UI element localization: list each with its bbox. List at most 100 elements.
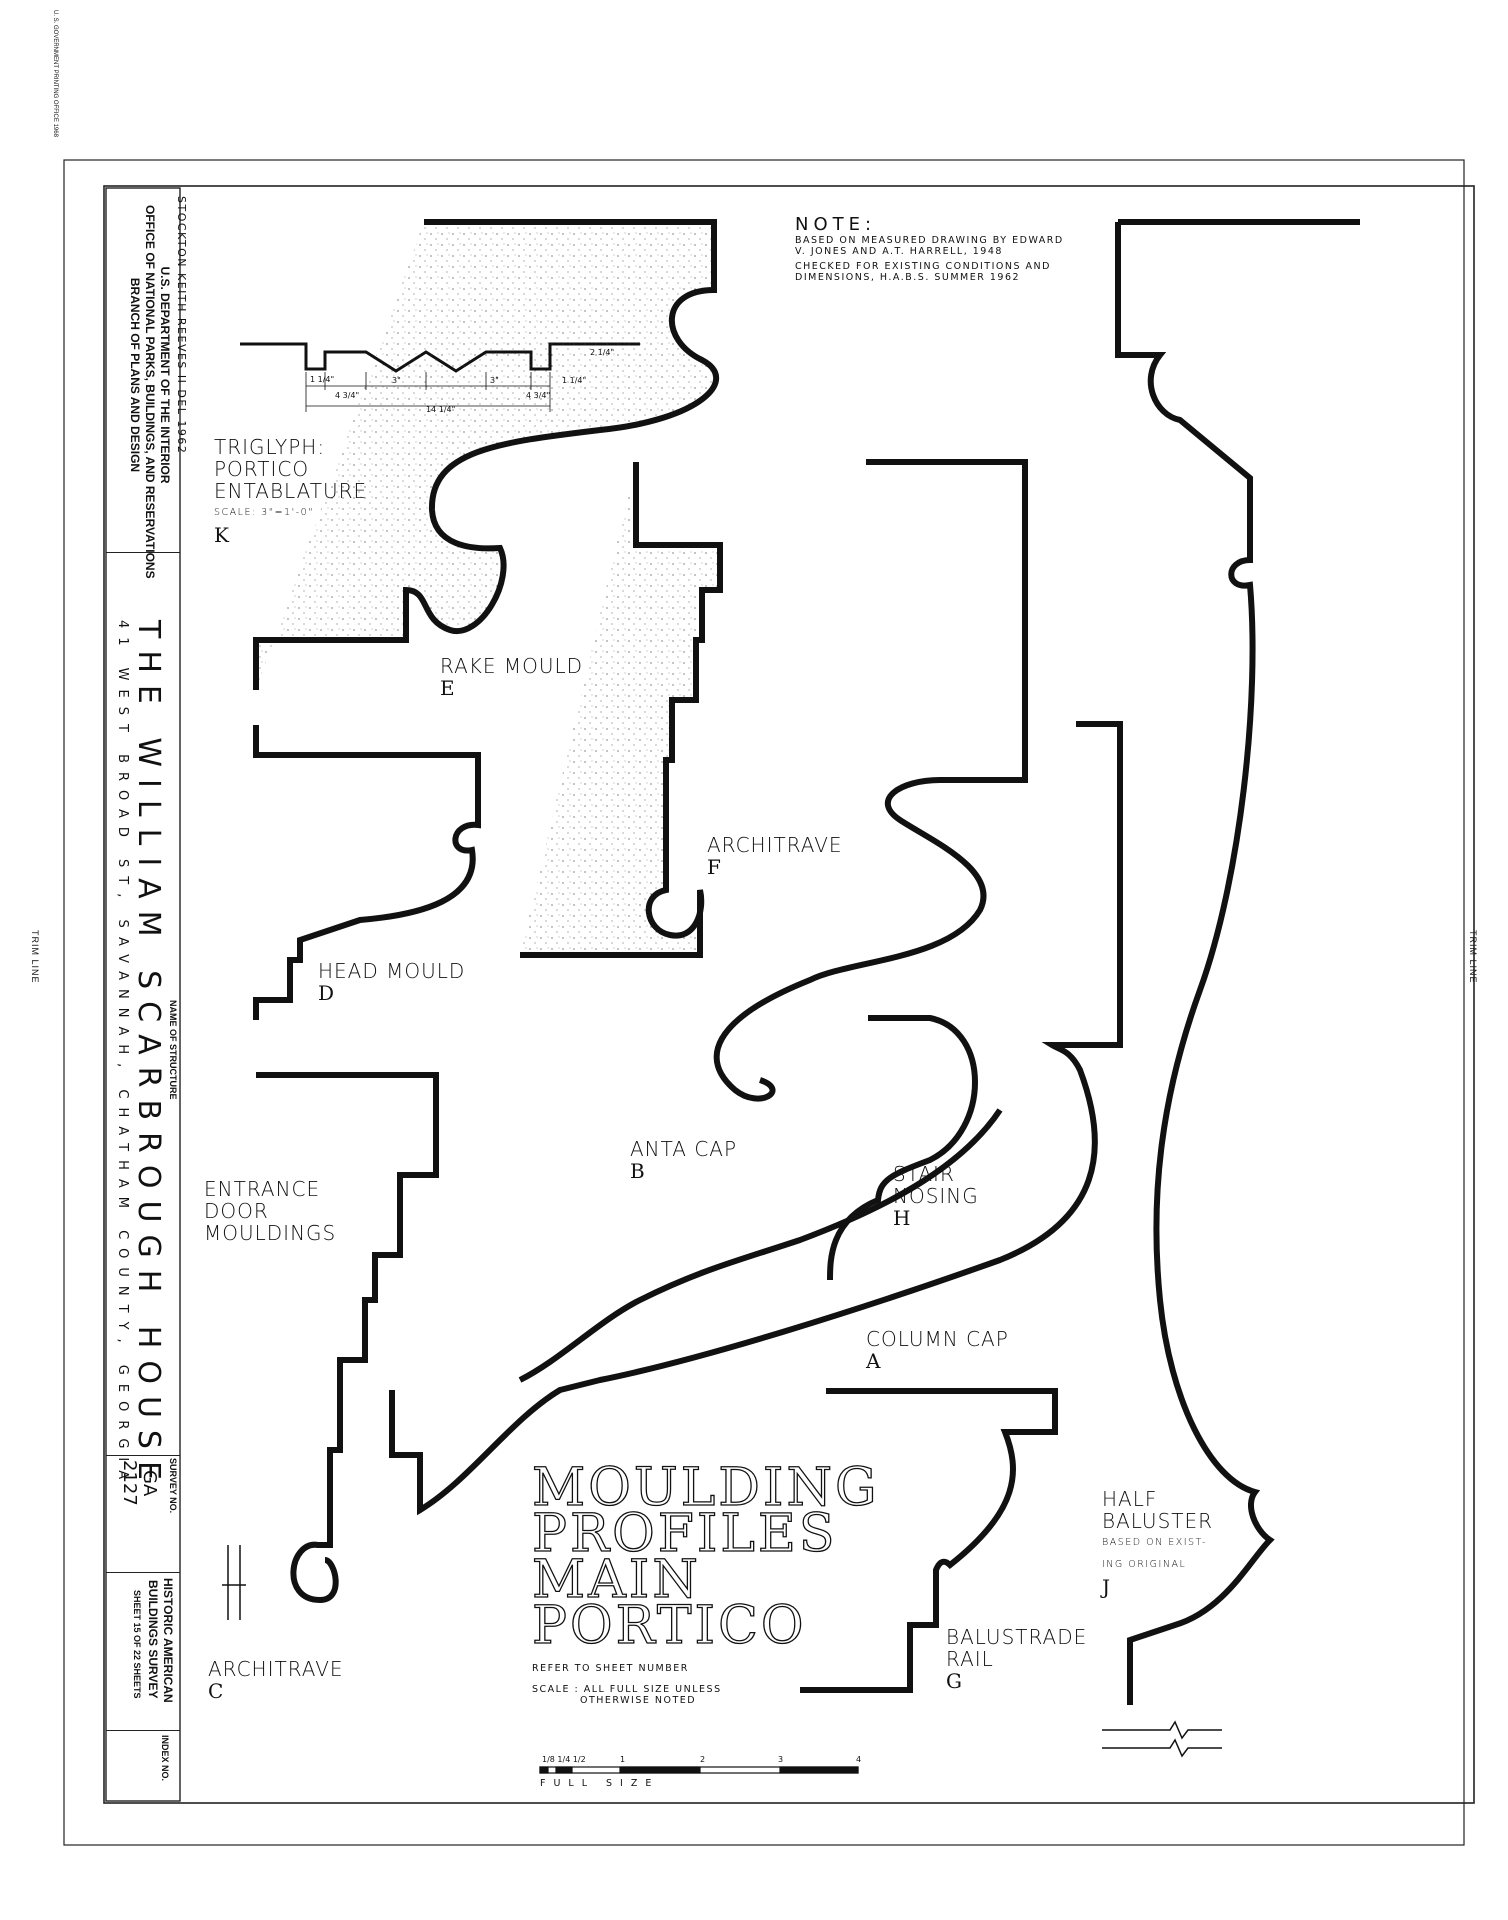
- half-baluster-name-2: BALUSTER: [1102, 1509, 1214, 1533]
- index-no-label: INDEX NO.: [160, 1735, 170, 1782]
- note-line-2: V. JONES AND A.T. HARRELL, 1948: [795, 246, 1003, 257]
- rake-mould-name: RAKE MOULD: [440, 654, 584, 678]
- label-architrave-f: ARCHITRAVE F: [707, 834, 843, 878]
- label-rake-mould: RAKE MOULD E: [440, 655, 583, 699]
- dim-4: 3": [490, 376, 499, 385]
- main-title-line-3: MAIN: [531, 1550, 701, 1610]
- breakline-left: [222, 1545, 246, 1620]
- tb-divider-2: [106, 1455, 180, 1456]
- architrave-c-letter: C: [208, 1679, 225, 1703]
- sheet-number: SHEET 15 OF 22 SHEETS: [132, 1590, 142, 1699]
- half-baluster-letter: J: [1102, 1575, 1112, 1599]
- note-line-4: DIMENSIONS, H.A.B.S. SUMMER 1962: [795, 272, 1021, 283]
- dim-3: 3": [392, 376, 401, 385]
- habs-line-1: HISTORIC AMERICAN: [161, 1578, 175, 1703]
- note-line-1: BASED ON MEASURED DRAWING BY EDWARD: [795, 235, 1064, 246]
- anta-cap-name: ANTA CAP: [630, 1137, 738, 1161]
- tb-divider-4: [106, 1730, 180, 1731]
- scale-tick-3: 3: [778, 1755, 784, 1764]
- label-head-mould: HEAD MOULD D: [318, 960, 465, 1004]
- profile-architrave-right: [713, 459, 1028, 1102]
- note-line-3: CHECKED FOR EXISTING CONDITIONS AND: [795, 261, 1051, 272]
- profile-balustrade-rail: [800, 1388, 1058, 1693]
- delineator: STOCKTON KEITH REEVES II DEL 1962: [175, 196, 188, 455]
- main-title-line-4: PORTICO: [531, 1596, 807, 1656]
- column-cap-name: COLUMN CAP: [866, 1327, 1009, 1351]
- tb-divider-3: [106, 1572, 180, 1573]
- profile-entrance: [256, 1072, 439, 1604]
- triglyph-title-3: ENTABLATURE: [214, 479, 368, 503]
- inner-border: [103, 185, 1475, 1804]
- scale-tick-frac: 1/8 1/4 1/2: [542, 1755, 586, 1764]
- dim-2: 4 3/4": [335, 391, 360, 400]
- structure-address: 41 WEST BROAD ST, SAVANNAH, CHATHAM COUN…: [115, 620, 130, 1489]
- dim-8: 2 1/4": [590, 348, 615, 357]
- label-entrance: ENTRANCE DOOR MOULDINGS: [204, 1178, 336, 1244]
- label-anta-cap: ANTA CAP B: [630, 1138, 737, 1182]
- triglyph-scale: SCALE: 3"=1'-0": [214, 507, 315, 518]
- label-balustrade-rail: BALUSTRADE RAIL G: [946, 1626, 1087, 1692]
- survey-state: GA: [139, 1470, 160, 1497]
- rake-mould-letter: E: [440, 676, 456, 700]
- scale-tick-1: 1: [620, 1755, 626, 1764]
- half-baluster-name-1: HALF: [1102, 1487, 1158, 1511]
- survey-number: 2127: [119, 1460, 140, 1506]
- habs-line-2: BUILDINGS SURVEY: [146, 1580, 160, 1699]
- balustrade-rail-letter: G: [946, 1669, 963, 1693]
- dim-1: 1 1/4": [310, 375, 335, 384]
- refer-sheet: REFER TO SHEET NUMBER: [532, 1663, 689, 1674]
- structure-name: THE WILLIAM SCARBROUGH HOUSE: [131, 620, 166, 1492]
- triglyph-title-2: PORTICO: [214, 457, 310, 481]
- profile-column-cap: [518, 1108, 1003, 1383]
- main-title: MOULDING PROFILES MAIN PORTICO REFER TO …: [531, 1458, 880, 1706]
- note-heading: NOTE:: [795, 214, 877, 235]
- stair-nosing-name-1: STAIR: [893, 1162, 955, 1186]
- column-cap-letter: A: [866, 1349, 882, 1373]
- agency-header: U.S. DEPARTMENT OF THE INTERIOR OFFICE O…: [127, 205, 172, 579]
- main-title-line-1: MOULDING: [531, 1458, 880, 1518]
- entrance-name-2: DOOR: [204, 1199, 269, 1223]
- triglyph-title-1: TRIGLYPH:: [214, 435, 326, 459]
- agency-line-2: OFFICE OF NATIONAL PARKS, BUILDINGS, AND…: [143, 205, 157, 579]
- scale-note-2: OTHERWISE NOTED: [580, 1695, 697, 1706]
- label-half-baluster: HALF BALUSTER BASED ON EXIST- ING ORIGIN…: [1102, 1488, 1213, 1598]
- dim-7: 14 1/4": [426, 405, 456, 414]
- agency-line-1: U.S. DEPARTMENT OF THE INTERIOR: [158, 266, 172, 484]
- scale-tick-2: 2: [700, 1755, 706, 1764]
- tb-divider-1: [106, 552, 180, 553]
- label-column-cap: COLUMN CAP A: [866, 1328, 1009, 1372]
- profile-stair-nosing: [827, 1015, 978, 1281]
- half-baluster-sub-1: BASED ON EXIST-: [1102, 1537, 1207, 1548]
- entrance-name-1: ENTRANCE: [204, 1177, 321, 1201]
- name-of-structure-label: NAME OF STRUCTURE: [168, 1000, 178, 1100]
- scale-bar: [539, 1766, 859, 1774]
- head-mould-letter: D: [318, 981, 336, 1005]
- entrance-name-3: MOULDINGS: [204, 1221, 337, 1245]
- dim-5: 4 3/4": [526, 391, 551, 400]
- architrave-f-name: ARCHITRAVE: [707, 833, 843, 857]
- breakline-right: [1102, 1720, 1222, 1758]
- balustrade-rail-name-2: RAIL: [946, 1647, 994, 1671]
- anta-cap-letter: B: [630, 1159, 646, 1183]
- dim-6: 1 1/4": [562, 376, 587, 385]
- title-block-frame: [105, 187, 181, 1802]
- architrave-c-name: ARCHITRAVE: [208, 1657, 344, 1681]
- triglyph-label: TRIGLYPH: PORTICO ENTABLATURE SCALE: 3"=…: [214, 436, 367, 546]
- profile-anta-cap: [389, 721, 1123, 1516]
- scale-note-1: SCALE : ALL FULL SIZE UNLESS: [532, 1684, 722, 1695]
- triglyph-letter: K: [214, 523, 230, 547]
- profile-half-baluster: [1115, 219, 1360, 1705]
- balustrade-rail-name-1: BALUSTRADE: [946, 1625, 1088, 1649]
- scale-tick-4: 4: [856, 1755, 862, 1764]
- profile-architrave-f: [520, 462, 723, 958]
- scale-bar-label: FULL SIZE: [540, 1778, 660, 1789]
- stair-nosing-letter: H: [893, 1206, 912, 1230]
- label-architrave-c: ARCHITRAVE C: [208, 1658, 344, 1702]
- main-title-line-2: PROFILES: [531, 1504, 838, 1564]
- survey-no-label: SURVEY NO.: [168, 1458, 178, 1514]
- label-stair-nosing: STAIR NOSING H: [893, 1163, 979, 1229]
- half-baluster-sub-2: ING ORIGINAL: [1102, 1559, 1187, 1570]
- profile-head-mould: [253, 725, 481, 1020]
- stair-nosing-name-2: NOSING: [893, 1184, 979, 1208]
